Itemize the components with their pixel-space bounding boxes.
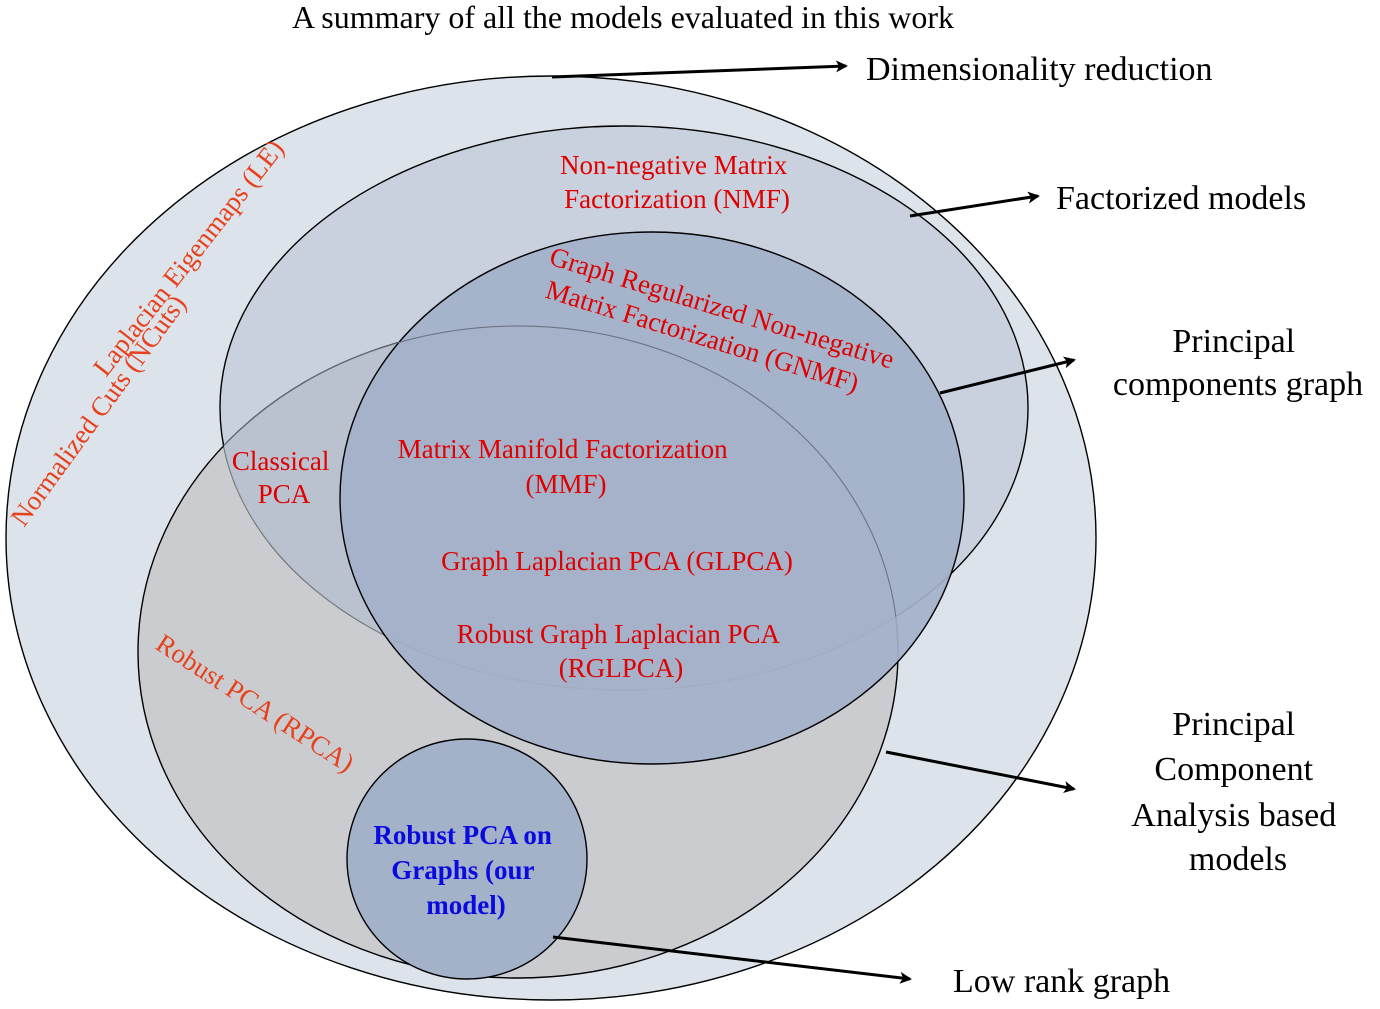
diagram-title: A summary of all the models evaluated in… — [292, 0, 954, 35]
arrow-low-rank-graph — [552, 935, 912, 984]
mmf-label: Matrix Manifold Factorization (MMF) — [398, 434, 735, 499]
glpca-label: Graph Laplacian PCA (GLPCA) — [441, 546, 793, 576]
arrow-principal-components-graph — [939, 356, 1076, 395]
arrow-factorized-models — [909, 191, 1040, 218]
factorized-models-label: Factorized models — [1056, 180, 1306, 217]
rglpca-label: Robust Graph Laplacian PCA (RGLPCA) — [457, 619, 785, 683]
pca-based-models-label: Principal Component Analysis based model… — [1131, 706, 1344, 878]
classical-pca-label: Classical PCA — [232, 446, 336, 509]
nmf-label: Non-negative Matrix Factorization (NMF) — [560, 150, 794, 214]
principal-components-graph-label: Principal components graph — [1113, 323, 1363, 403]
arrow-dimensionality-reduction — [551, 60, 848, 79]
our-model-label: Robust PCA on Graphs (our model) — [373, 820, 558, 920]
low-rank-graph-set — [346, 738, 588, 980]
arrow-pca-based-models — [885, 750, 1076, 793]
principal-components-graph-set — [339, 231, 965, 765]
dimensionality-reduction-label: Dimensionality reduction — [866, 51, 1213, 88]
low-rank-graph-label: Low rank graph — [953, 963, 1170, 1000]
